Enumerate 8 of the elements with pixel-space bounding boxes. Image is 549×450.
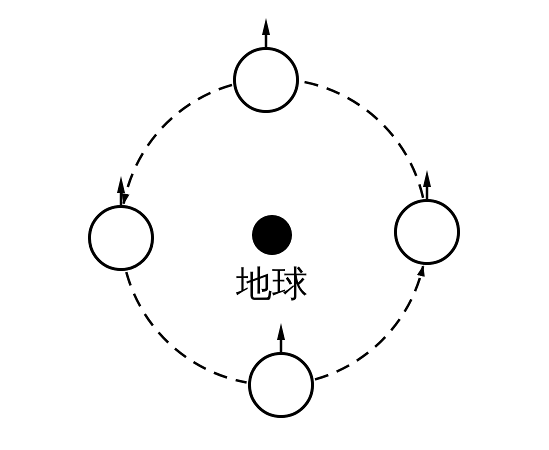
orbit-arc [125, 272, 247, 384]
earth-label: 地球 [236, 267, 308, 303]
satellite-circle [88, 205, 154, 271]
orbit-arc [314, 265, 424, 381]
satellite-circle [233, 47, 299, 113]
satellite-circle [394, 199, 460, 265]
orbit-arc [122, 84, 232, 205]
satellite-circle [248, 352, 314, 418]
